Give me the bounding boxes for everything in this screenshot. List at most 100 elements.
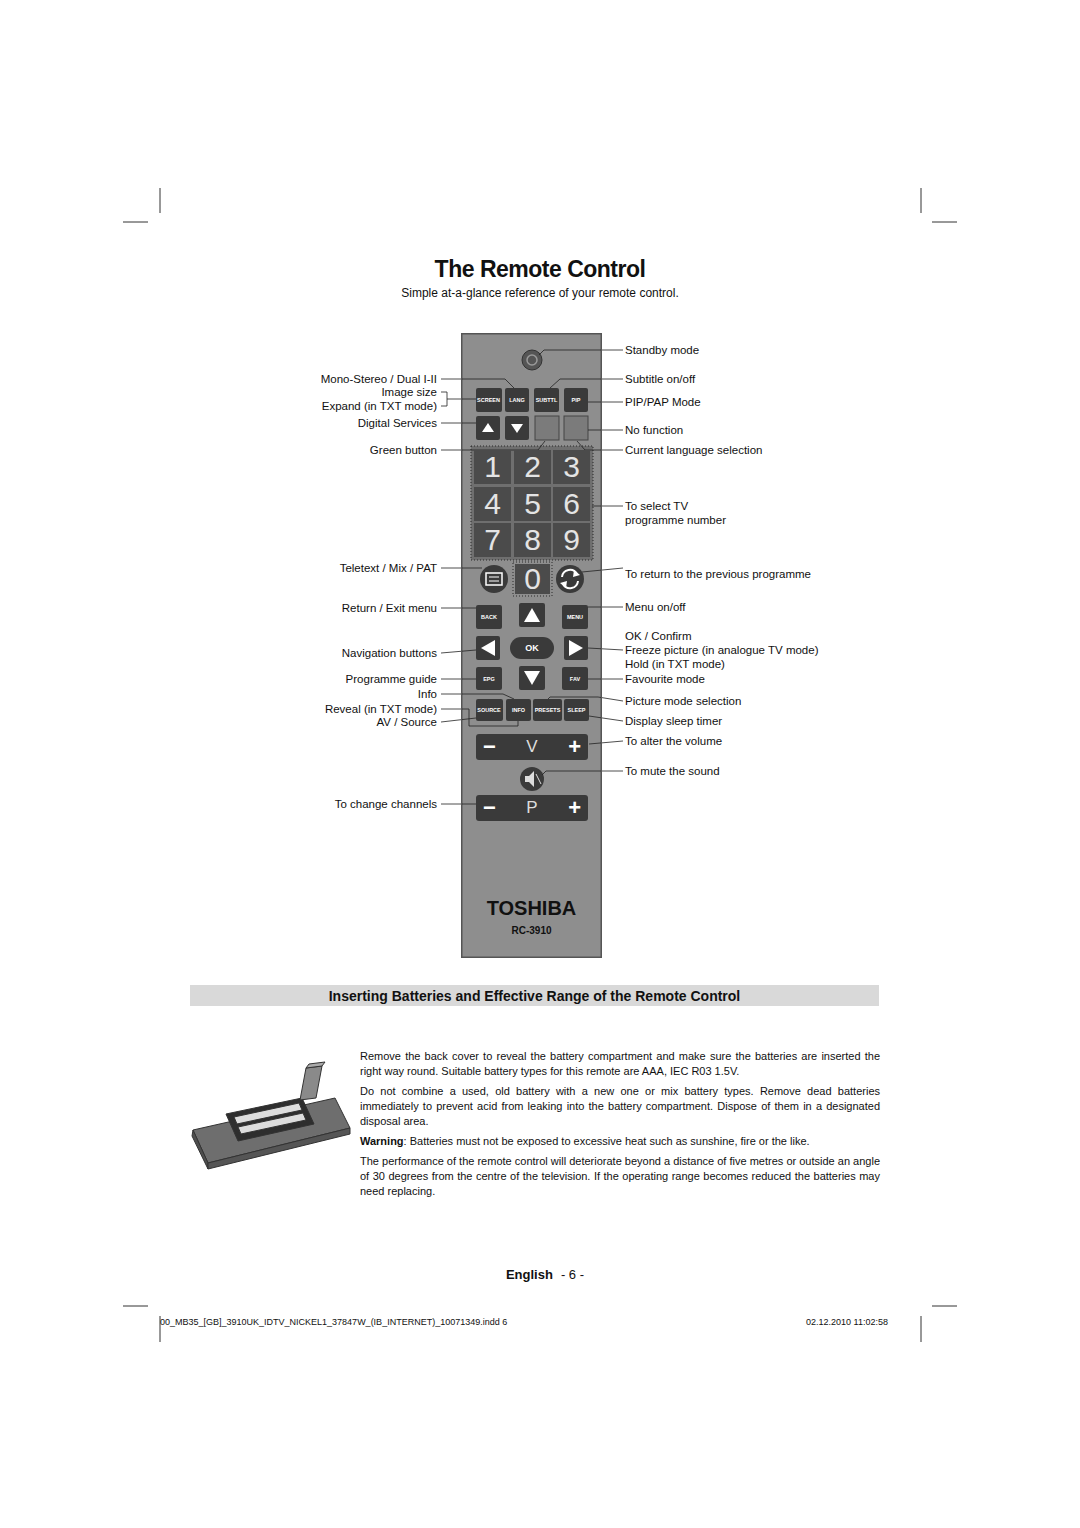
number-key: 9 xyxy=(553,523,590,557)
button-label: 8 xyxy=(524,525,541,555)
crop-marks-part xyxy=(932,222,957,223)
battery-illustration-part xyxy=(238,1113,306,1134)
button-label: BACK xyxy=(481,614,497,620)
button-label: SLEEP xyxy=(567,707,585,713)
leader-lines-part xyxy=(588,430,623,431)
button-label: FAV xyxy=(570,676,580,682)
rocker-button: −V+ xyxy=(476,734,588,760)
crop-marks-part xyxy=(123,222,148,223)
remote-button: INFO xyxy=(506,699,531,721)
remote-button: SUBTTL xyxy=(534,388,559,412)
paragraph: Warning: Batteries must not be exposed t… xyxy=(360,1134,880,1149)
crop-marks-part xyxy=(921,188,922,213)
icon-buttons-part xyxy=(476,636,500,660)
battery-illustration-part xyxy=(226,1098,314,1141)
icon-buttons-part xyxy=(564,416,588,440)
icon-buttons-part xyxy=(480,565,508,593)
button-label: 3 xyxy=(563,452,580,482)
remote-button: BACK xyxy=(476,605,502,629)
callout-label: Subtitle on/off xyxy=(625,372,695,386)
leader-lines-part xyxy=(592,506,623,507)
number-key: 7 xyxy=(474,523,511,557)
leader-lines-part xyxy=(550,379,623,388)
remote-body xyxy=(462,334,601,957)
callout-label: Hold (in TXT mode) xyxy=(625,657,725,671)
callout-label: Info xyxy=(418,687,437,701)
button-label: INFO xyxy=(512,707,525,713)
number-key: 1 xyxy=(474,450,511,484)
page-number-text: - 6 - xyxy=(561,1267,584,1282)
remote-button: MENU xyxy=(562,605,588,629)
button-label: LANG xyxy=(509,397,525,403)
number-key: 2 xyxy=(514,450,551,484)
button-label: − xyxy=(483,736,496,758)
language-name: English xyxy=(506,1267,553,1282)
callout-label: Teletext / Mix / PAT xyxy=(340,561,437,575)
brand-name: TOSHIBA xyxy=(487,896,577,920)
number-key: 3 xyxy=(553,450,590,484)
callout-label: Favourite mode xyxy=(625,672,705,686)
callout-label: Green button xyxy=(370,443,437,457)
subtitle: Simple at-a-glance reference of your rem… xyxy=(0,286,1080,300)
leader-lines-part xyxy=(539,350,623,355)
icon-buttons-part xyxy=(522,350,542,370)
icon-buttons-part xyxy=(476,416,500,440)
leader-lines-part xyxy=(589,716,623,721)
remote-body-part xyxy=(462,334,601,957)
icon-buttons-part xyxy=(489,581,499,582)
leader-lines-part xyxy=(441,650,476,653)
button-label: MENU xyxy=(567,614,583,620)
button-label: + xyxy=(568,736,581,758)
callout-label: To change channels xyxy=(335,797,437,811)
callout-label: To select TV programme number xyxy=(625,499,750,527)
callout-label: Image size xyxy=(381,385,437,399)
body-text: Remove the back cover to reveal the batt… xyxy=(360,1050,880,1077)
button-label: + xyxy=(568,797,581,819)
print-footer: 00_MB35_[GB]_3910UK_IDTV_NICKEL1_37847W_… xyxy=(160,1315,507,1329)
callout-label: Mono-Stereo / Dual I-II xyxy=(321,372,437,386)
number-key: 8 xyxy=(514,523,551,557)
leader-lines-part xyxy=(441,441,545,450)
callout-label: OK / Confirm xyxy=(625,629,691,643)
leader-lines-part xyxy=(447,399,476,400)
icon-buttons-part xyxy=(525,771,534,787)
icon-buttons-part xyxy=(505,416,529,440)
leader-lines-part xyxy=(441,608,476,609)
crop-marks-part xyxy=(921,1316,922,1342)
callout-label: To return to the previous programme xyxy=(625,567,811,581)
battery-notes: Remove the back cover to reveal the batt… xyxy=(360,1049,880,1204)
paragraph: Remove the back cover to reveal the batt… xyxy=(360,1049,880,1079)
button-label: SCREEN xyxy=(477,397,500,403)
crop-marks-part xyxy=(160,188,161,213)
number-key: 5 xyxy=(514,487,551,521)
callout-label: Programme guide xyxy=(346,672,437,686)
button-label: OK xyxy=(525,643,539,653)
leader-lines-part xyxy=(441,804,476,805)
callout-label: To alter the volume xyxy=(625,734,722,748)
battery-illustration xyxy=(192,1062,350,1169)
leader-lines-part xyxy=(588,402,623,403)
page-number: English - 6 - xyxy=(0,1267,1080,1282)
button-label: − xyxy=(483,797,496,819)
warning-word: Warning xyxy=(360,1135,404,1147)
callout-label: To mute the sound xyxy=(625,764,720,778)
remote-button: SCREEN xyxy=(476,388,502,412)
button-label: 5 xyxy=(524,489,541,519)
button-label: PRESETS xyxy=(535,707,561,713)
section-heading-band: Inserting Batteries and Effective Range … xyxy=(190,985,879,1006)
remote-body-part xyxy=(513,562,552,596)
leader-lines-part xyxy=(542,771,623,775)
callout-label: Digital Services xyxy=(358,416,437,430)
callout-label: Freeze picture (in analogue TV mode) xyxy=(625,643,818,657)
button-label: 1 xyxy=(484,452,501,482)
body-text: : Batteries must not be exposed to exces… xyxy=(404,1135,810,1147)
icon-buttons-part xyxy=(564,636,588,660)
crop-marks xyxy=(123,188,957,1342)
remote-button: SOURCE xyxy=(476,699,503,721)
remote-body-part xyxy=(471,446,593,560)
rocker-button: −P+ xyxy=(476,795,588,821)
battery-illustration-part xyxy=(306,1062,325,1068)
remote-button: PRESETS xyxy=(533,699,562,721)
leader-lines-part xyxy=(441,568,482,569)
